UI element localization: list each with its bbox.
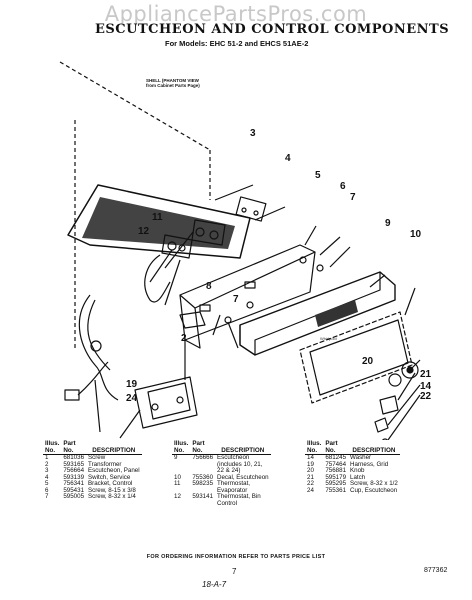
table-row: 22 & 24)	[217, 467, 241, 474]
reference-number: 877362	[424, 567, 448, 574]
exploded-parts-diagram: Whirlpool	[59, 61, 421, 440]
ordering-note: FOR ORDERING INFORMATION REFER TO PARTS …	[146, 554, 326, 560]
illus-header: Illus.No.	[307, 440, 322, 454]
callout-label: 12	[138, 226, 150, 237]
callout-label: 3	[250, 128, 256, 139]
description-header: DESCRIPTION	[352, 446, 396, 454]
shell-note-line: SHELL (PHANTOM VIEW	[146, 78, 199, 83]
svg-text:Whirlpool: Whirlpool	[320, 336, 337, 341]
callout-label: 4	[285, 153, 291, 164]
page-title: ESCUTCHEON AND CONTROL COMPONENTS	[95, 22, 450, 37]
callout-label: 20	[362, 356, 374, 367]
callout-label: 19	[126, 379, 138, 390]
illus-header: Illus.No.	[174, 440, 189, 454]
shell-note: SHELL (PHANTOM VIEW from Cabinet Parts P…	[146, 78, 200, 88]
callout-label: 24	[126, 393, 138, 404]
handwritten-note: 18-A-7	[202, 580, 227, 589]
description-header: DESCRIPTION	[221, 446, 265, 454]
page-number: 7	[232, 567, 237, 576]
callout-label: 22	[420, 391, 432, 402]
callout-label: 7	[233, 294, 239, 305]
table-row: Evaporator	[217, 486, 248, 494]
table-row: (includes 10, 21,	[217, 460, 263, 468]
callout-label: 6	[340, 181, 346, 192]
models-line: For Models: EHC 51-2 and EHCS 51AE-2	[165, 39, 309, 48]
illus-header: Illus.No.	[45, 440, 60, 454]
shell-note-line: from Cabinet Parts Page)	[146, 83, 200, 88]
callout-label: 5	[315, 170, 321, 181]
callout-label: 9	[385, 218, 391, 229]
description-header: DESCRIPTION	[92, 446, 136, 454]
callout-label: 7	[350, 192, 356, 203]
callout-label: 11	[152, 212, 163, 223]
callout-label: 8	[206, 281, 212, 292]
callout-label: 2	[181, 333, 187, 344]
callout-label: 10	[410, 229, 422, 240]
callout-label: 21	[420, 369, 432, 380]
callout-label: 14	[420, 381, 432, 392]
watermark: AppliancePartsPros.com	[104, 2, 368, 26]
table-row: Control	[217, 499, 237, 507]
